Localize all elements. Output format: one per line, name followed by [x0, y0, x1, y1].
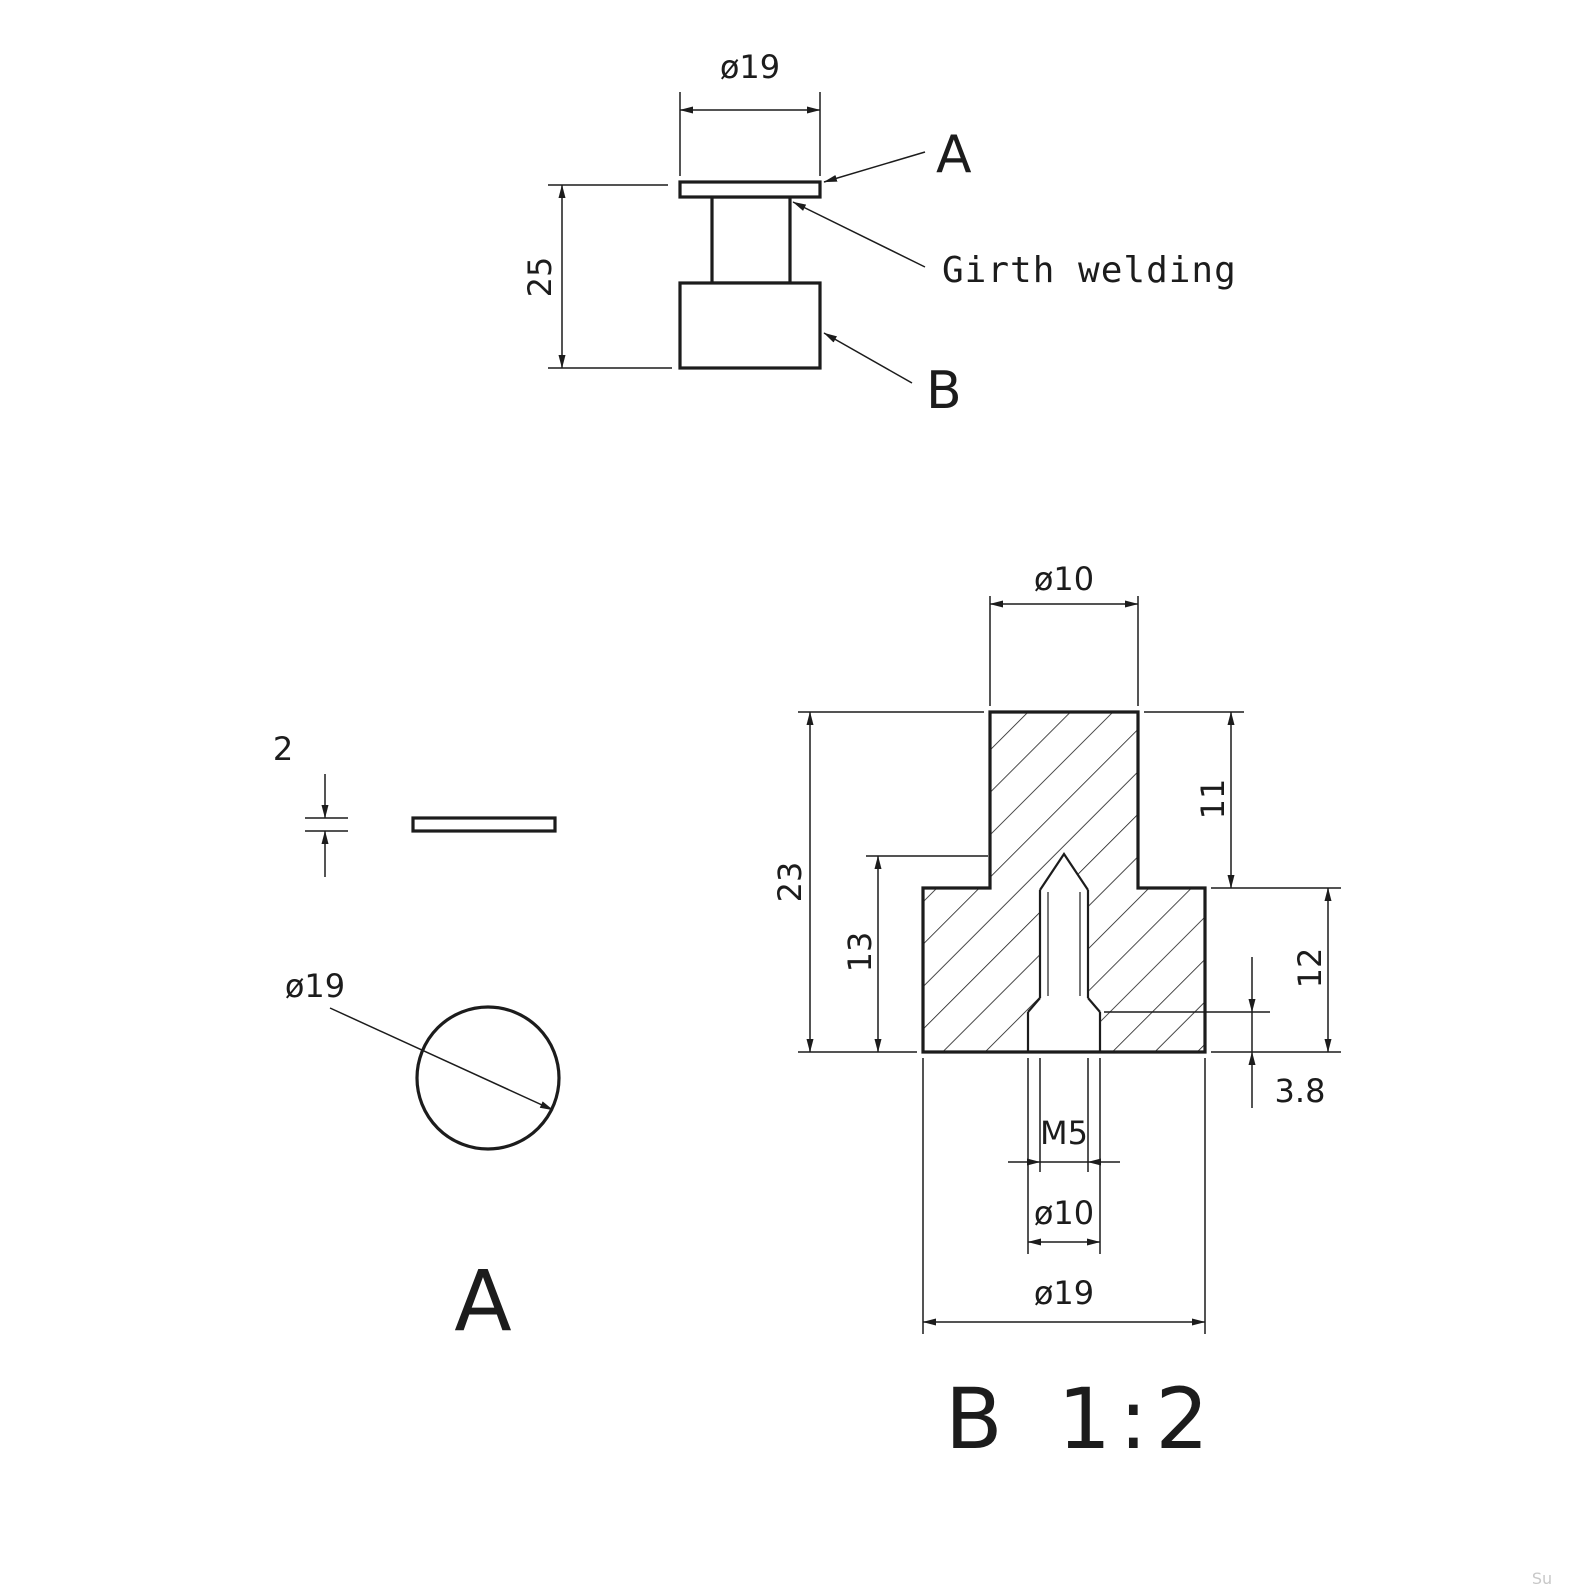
watermark-text: Su [1532, 1569, 1552, 1588]
part-a-disc [415, 1005, 561, 1151]
part-b-counterbore-depth-label: 3.8 [1275, 1072, 1326, 1110]
assembly-callout-weld: Girth welding [792, 201, 1237, 291]
assembly-callout-a: A [823, 125, 972, 185]
assembly-view: ø19 25 A Girth welding B [521, 48, 1237, 421]
part-a-view-label: A [454, 1252, 511, 1350]
part-b-dim-boss-height: 11 [1144, 711, 1244, 889]
part-a-dim-thickness: 2 [273, 730, 348, 877]
assembly-callout-b: B [823, 332, 962, 421]
part-b-outline [921, 710, 1207, 1054]
tapped-hole-lines [1026, 852, 1102, 1052]
assembly-stem [710, 195, 792, 285]
assembly-block [678, 281, 822, 370]
tapped-hole-clearing [1028, 854, 1100, 1052]
assembly-dim-cap-diameter: ø19 [679, 48, 821, 176]
part-b-dim-base-diameter: ø19 [922, 1058, 1206, 1334]
part-b-view-label: B 1:2 [945, 1370, 1217, 1468]
part-b-view: ø10 23 13 11 12 [771, 560, 1341, 1468]
part-b-view-letter: B [945, 1370, 1003, 1468]
part-b-dim-base-height: 12 [1211, 887, 1341, 1053]
girth-welding-label: Girth welding [942, 250, 1237, 291]
part-a-view: 2 ø19 A [273, 730, 561, 1350]
part-b-thread-depth-label: 13 [841, 932, 879, 973]
part-b-dim-thread: M5 [1008, 1058, 1120, 1172]
part-b-base-diameter-label: ø19 [1034, 1274, 1094, 1312]
assembly-dim-height: 25 [521, 184, 672, 369]
callout-a-label: A [936, 125, 972, 185]
part-b-view-scale: 1:2 [1058, 1370, 1217, 1468]
assembly-cap-diameter-label: ø19 [720, 48, 780, 86]
leader-line [823, 332, 913, 384]
part-b-dim-total-height: 23 [771, 711, 984, 1053]
part-b-dim-thread-depth: 13 [841, 855, 988, 1053]
part-b-total-height-label: 23 [771, 862, 809, 903]
part-b-base-height-label: 12 [1291, 948, 1329, 989]
part-b-dim-boss-diameter: ø10 [989, 560, 1139, 706]
part-a-plate-side [411, 816, 557, 833]
chamfer-line [1087, 997, 1101, 1013]
chamfer-line [1027, 997, 1041, 1013]
callout-b-label: B [926, 361, 962, 421]
assembly-cap [678, 180, 822, 199]
part-a-diameter-label: ø19 [285, 967, 345, 1005]
leader-line [329, 1007, 554, 1111]
part-b-counterbore-diameter-label: ø10 [1034, 1194, 1094, 1232]
part-a-dim-diameter: ø19 [285, 967, 554, 1111]
drill-point [1039, 852, 1089, 891]
part-a-thickness-label: 2 [273, 730, 293, 768]
part-b-thread-label: M5 [1040, 1114, 1088, 1152]
part-b-boss-height-label: 11 [1194, 779, 1232, 820]
part-b-dim-counterbore-diameter: ø10 [1027, 1058, 1101, 1254]
part-b-boss-diameter-label: ø10 [1034, 560, 1094, 598]
part-b-dim-counterbore-depth: 3.8 [1104, 957, 1325, 1110]
leader-line [792, 201, 926, 268]
assembly-part-outline [678, 180, 822, 370]
leader-line [823, 151, 926, 183]
assembly-height-label: 25 [521, 257, 559, 298]
